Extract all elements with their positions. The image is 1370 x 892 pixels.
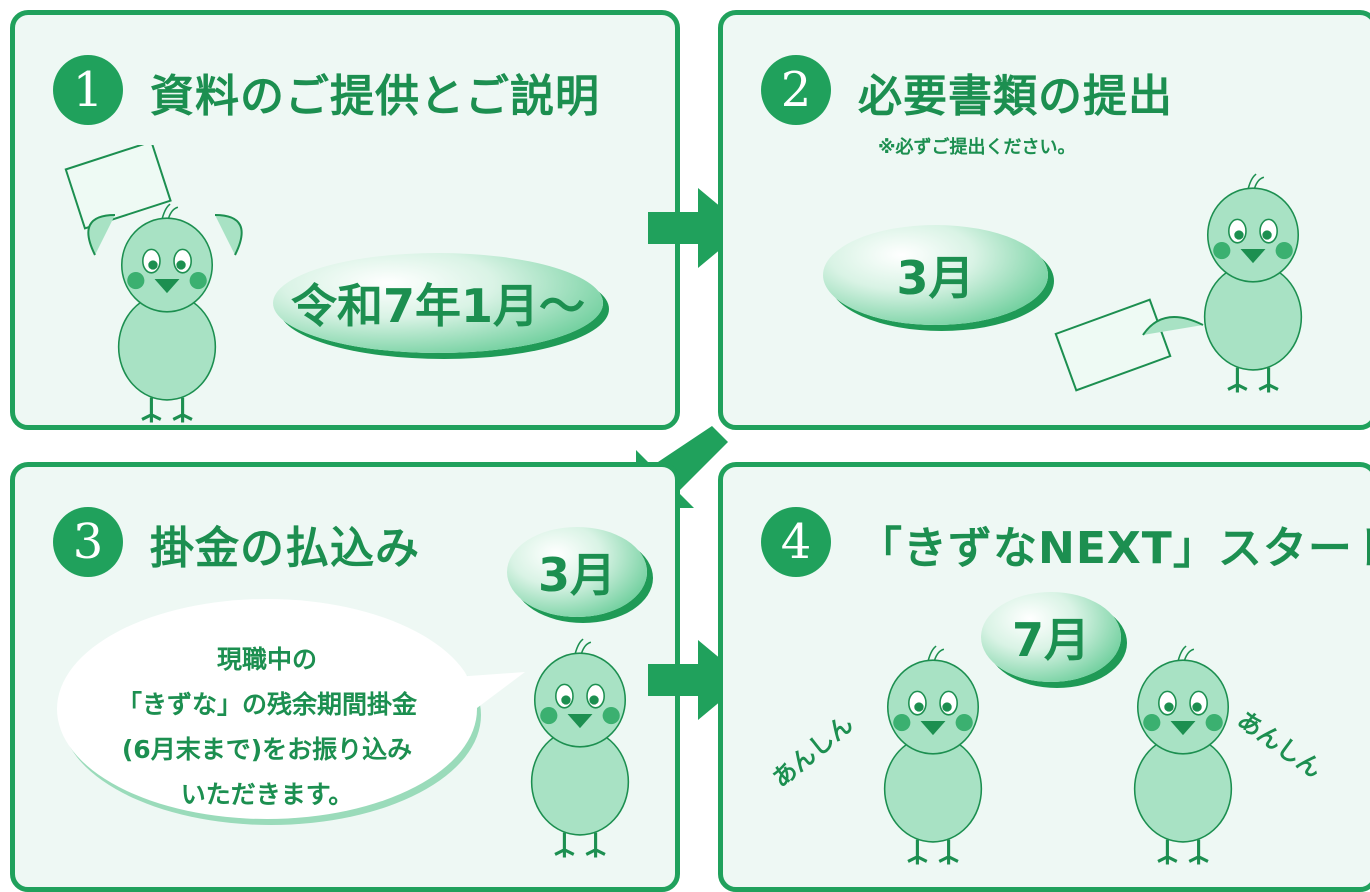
bird-mascot-icon: [1133, 644, 1233, 867]
chant-left: あんしん: [766, 709, 859, 793]
paper-icon: [64, 145, 172, 230]
speech-bubble-text: 現職中の 「きずな」の残余期間掛金 (6月末まで)をお振り込み いただきます。: [57, 637, 477, 817]
step-3-panel: 3 掛金の払込み 3月 現職中の 「きずな」の残余期間掛金 (6月末まで)をお振…: [10, 462, 680, 892]
step-1-panel: 1 資料のご提供とご説明 令和7年1月〜: [10, 10, 680, 430]
speech-bubble-tail: [455, 672, 525, 717]
step-3-title: 掛金の払込み: [150, 523, 420, 574]
paper-icon: [1054, 298, 1172, 392]
step-2-panel: 2 必要書類の提出 ※必ずご提出ください。 3月: [718, 10, 1370, 430]
step-2-note: ※必ずご提出ください。: [878, 137, 1076, 158]
step-2-number: 2: [761, 55, 831, 125]
bubble-line-1: 現職中の: [216, 645, 317, 674]
bird-mascot-icon: [64, 145, 243, 425]
step-4-number: 4: [761, 507, 831, 577]
step-4-badge: 7月: [981, 592, 1121, 682]
step-1-title: 資料のご提供とご説明: [150, 71, 600, 122]
step-1-number: 1: [53, 55, 123, 125]
step-1-badge: 令和7年1月〜: [273, 253, 603, 353]
speech-bubble: [57, 599, 477, 819]
bird-mascot-icon: [530, 637, 630, 860]
step-3-badge: 3月: [507, 527, 647, 617]
bubble-line-2: 「きずな」の残余期間掛金: [116, 690, 417, 719]
step-2-title: 必要書類の提出: [858, 71, 1173, 122]
bird-mascot-icon: [883, 644, 983, 867]
step-2-badge: 3月: [823, 225, 1048, 325]
bird-mascot-icon: [1054, 172, 1303, 395]
step-4-title: 「きずなNEXT」スタート: [858, 523, 1370, 574]
step-4-panel: 4 「きずなNEXT」スタート 7月 あんしん あんしん: [718, 462, 1370, 892]
bubble-line-4: いただきます。: [180, 780, 354, 809]
step-3-number: 3: [53, 507, 123, 577]
bubble-line-3: (6月末まで)をお振り込み: [121, 735, 413, 764]
